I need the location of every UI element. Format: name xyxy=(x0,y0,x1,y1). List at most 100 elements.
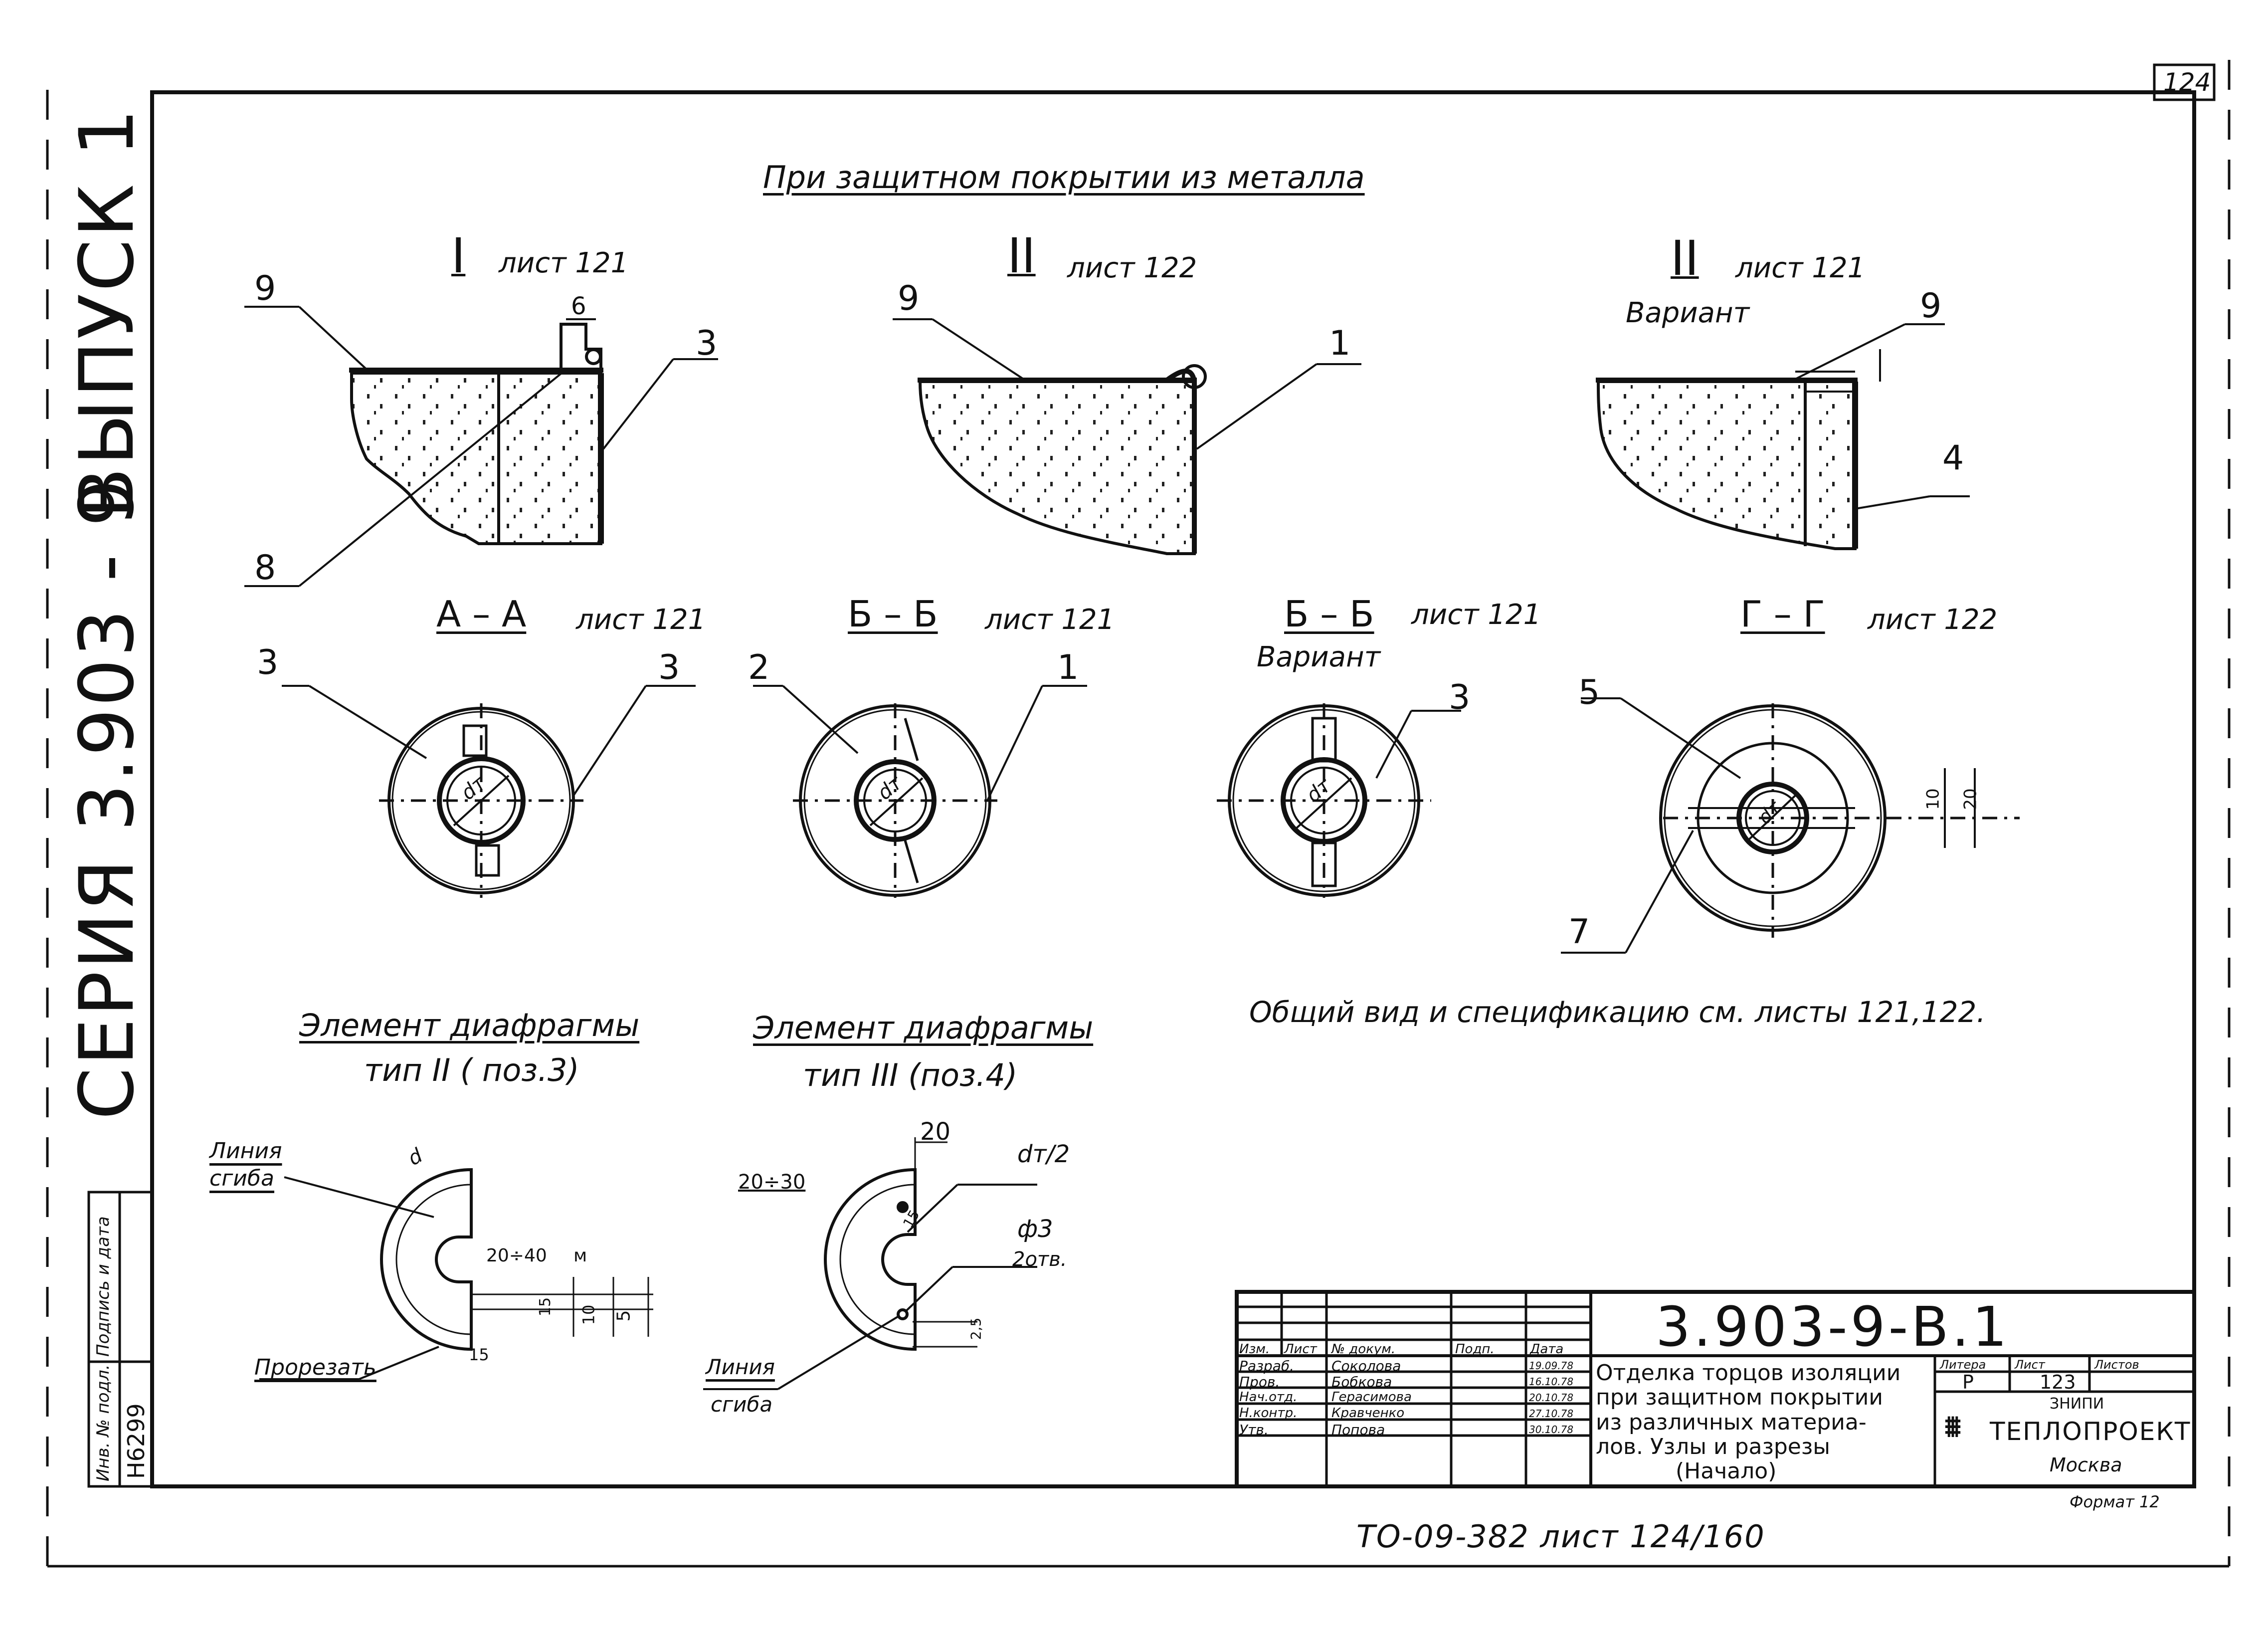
diaphragm-iii-dim-20: 20 xyxy=(920,1118,951,1146)
section-bb-title: Б – Б xyxy=(848,593,938,635)
diaphragm-iii-dim-holes: 2отв. xyxy=(1012,1248,1067,1271)
view-ii-variant-label: Вариант xyxy=(1626,297,1750,329)
callout-8: 8 xyxy=(254,548,276,588)
diaphragm-iii-dim-range: 20÷30 xyxy=(738,1171,806,1194)
tb-date-normcontrol: 27.10.78 xyxy=(1529,1408,1574,1420)
tb-role-head: Нач.отд. xyxy=(1239,1390,1298,1405)
view-ii-variant-sheet-ref: лист 121 xyxy=(1735,252,1866,284)
series-label: СЕРИЯ 3.903 - 9 xyxy=(64,477,151,1120)
drawing-title-line-5: (Начало) xyxy=(1676,1458,1777,1484)
callout-3-view-i: 3 xyxy=(696,324,718,363)
drawing-header: При защитном покрытии из металла xyxy=(763,159,1365,196)
side-stamp-boxes xyxy=(87,1191,154,1488)
callout-9-view-i: 9 xyxy=(254,269,276,308)
diaphragm-iii-fold-line-2: сгиба xyxy=(711,1392,773,1417)
archive-number: ТО-09-382 лист 124/160 xyxy=(1356,1518,1765,1555)
section-aa-title: А – А xyxy=(436,593,527,635)
section-gg-drawing xyxy=(1561,697,2020,954)
diaphragm-iii-dim-small: 2,5 xyxy=(967,1317,984,1340)
section-bb-variant-title: Б – Б xyxy=(1284,593,1374,635)
tb-name-normcontrol: Кравченко xyxy=(1331,1406,1405,1421)
tb-date-developer: 19.09.78 xyxy=(1529,1360,1574,1372)
view-ii-variant-drawing xyxy=(1596,323,1970,550)
section-aa-drawing xyxy=(282,685,696,898)
callout-2: 2 xyxy=(748,648,770,687)
callout-3-section-bb-variant: 3 xyxy=(1449,678,1471,717)
callout-9-view-ii-variant: 9 xyxy=(1920,286,1942,326)
inv-number-label: Инв. № подл. xyxy=(93,1364,113,1481)
diaphragm-ii-title: Элемент диафрагмы xyxy=(299,1007,640,1043)
tb-name-head: Герасимова xyxy=(1331,1390,1412,1405)
diaphragm-iii-dim-dt2: dт/2 xyxy=(1017,1140,1070,1168)
diaphragm-iii-drawing xyxy=(703,1137,1037,1390)
tb-date-checker: 16.10.78 xyxy=(1529,1376,1574,1388)
org-logo-icon: ⩩ xyxy=(1945,1409,1961,1444)
tb-role-checker: Пров. xyxy=(1239,1374,1280,1390)
title-block-grid xyxy=(1235,1290,2196,1488)
callout-3-section-aa-right: 3 xyxy=(658,648,680,687)
diaphragm-iii-title: Элемент диафрагмы xyxy=(753,1010,1094,1046)
drawing-title-line-1: Отделка торцов изоляции xyxy=(1596,1360,1901,1386)
diaphragm-iii-subtitle: тип III (поз.4) xyxy=(803,1057,1018,1093)
callout-3-section-aa-left: 3 xyxy=(257,643,279,682)
diaphragm-ii-dim-m: м xyxy=(573,1245,587,1266)
diaphragm-ii-dim-range: 20÷40 xyxy=(486,1245,547,1266)
section-bb-variant-label: Вариант xyxy=(1257,641,1381,673)
diaphragm-iii-fold-line-1: Линия xyxy=(706,1355,775,1379)
tb-sheets-label: Листов xyxy=(2094,1358,2139,1372)
sheet-frame xyxy=(46,60,2231,1568)
issue-label: ВЫПУСК 1 xyxy=(64,107,151,519)
tb-sheet-value: 123 xyxy=(2040,1371,2076,1393)
org-name: ТЕПЛОПРОЕКТ xyxy=(1990,1417,2191,1446)
dim-6: 6 xyxy=(571,292,586,320)
tb-date-head: 20.10.78 xyxy=(1529,1392,1574,1404)
drawing-title: Отделка торцов изоляции при защитном пок… xyxy=(1596,1360,1901,1484)
dim-20: 20 xyxy=(1960,788,1981,810)
tb-head-sheet: Лист xyxy=(1284,1342,1317,1357)
inv-number-value: Н6299 xyxy=(123,1403,150,1479)
diaphragm-ii-cut: Прорезать xyxy=(254,1355,377,1380)
callout-1-section-bb: 1 xyxy=(1057,648,1079,687)
diaphragm-ii-dim-10: 10 xyxy=(579,1304,598,1325)
callout-1-view-ii: 1 xyxy=(1329,324,1351,363)
tb-head-date: Дата xyxy=(1530,1342,1564,1357)
section-bb-sheet-ref: лист 121 xyxy=(985,604,1115,636)
tb-role-normcontrol: Н.контр. xyxy=(1239,1406,1298,1421)
tb-name-approver: Попова xyxy=(1331,1422,1385,1438)
diaphragm-ii-dim-15: 15 xyxy=(469,1345,489,1364)
diaphragm-ii-subtitle: тип II ( поз.3) xyxy=(364,1052,579,1088)
tb-head-signature: Подп. xyxy=(1455,1342,1495,1357)
tb-stage-value: Р xyxy=(1962,1371,1974,1393)
section-bb-variant-sheet-ref: лист 121 xyxy=(1411,599,1541,631)
drawing-title-line-4: лов. Узлы и разрезы xyxy=(1596,1434,1831,1459)
diaphragm-ii-drawing xyxy=(259,1168,653,1380)
general-note: Общий вид и спецификацию см. листы 121,1… xyxy=(1249,995,1986,1029)
tb-role-developer: Разраб. xyxy=(1239,1358,1295,1374)
drawing-title-line-2: при защитном покрытии xyxy=(1596,1385,1883,1411)
section-bb-variant-drawing xyxy=(1217,703,1461,898)
callout-7: 7 xyxy=(1568,912,1590,952)
view-i-sheet-ref: лист 121 xyxy=(499,247,629,279)
view-i-drawing xyxy=(244,306,718,587)
tb-name-developer: Соколова xyxy=(1331,1358,1401,1374)
tb-role-approver: Утв. xyxy=(1239,1422,1269,1438)
signature-date-label: Подпись и дата xyxy=(93,1216,113,1357)
diaphragm-ii-fold-line: Линия сгиба xyxy=(209,1138,282,1191)
section-gg-title: Г – Г xyxy=(1740,593,1825,635)
drawing-title-line-3: из различных материа- xyxy=(1596,1409,1867,1435)
section-bb-drawing xyxy=(753,685,1087,898)
view-ii-sheet-ref: лист 122 xyxy=(1067,252,1197,284)
diaphragm-ii-dim-small: 15 xyxy=(537,1297,555,1317)
tb-sheet-label: Лист xyxy=(2015,1358,2045,1372)
tb-name-checker: Бобкова xyxy=(1331,1374,1392,1390)
corner-sheet-number: 124 xyxy=(2163,68,2211,97)
view-ii-drawing xyxy=(893,318,1361,555)
callout-9-view-ii: 9 xyxy=(898,279,920,318)
document-code: 3.903-9-В.1 xyxy=(1656,1295,2010,1359)
callout-4: 4 xyxy=(1942,438,1964,478)
tb-date-approver: 30.10.78 xyxy=(1529,1424,1574,1436)
callout-5: 5 xyxy=(1578,673,1600,712)
org-city: Москва xyxy=(2050,1454,2122,1476)
view-ii-numeral: II xyxy=(1007,228,1036,284)
